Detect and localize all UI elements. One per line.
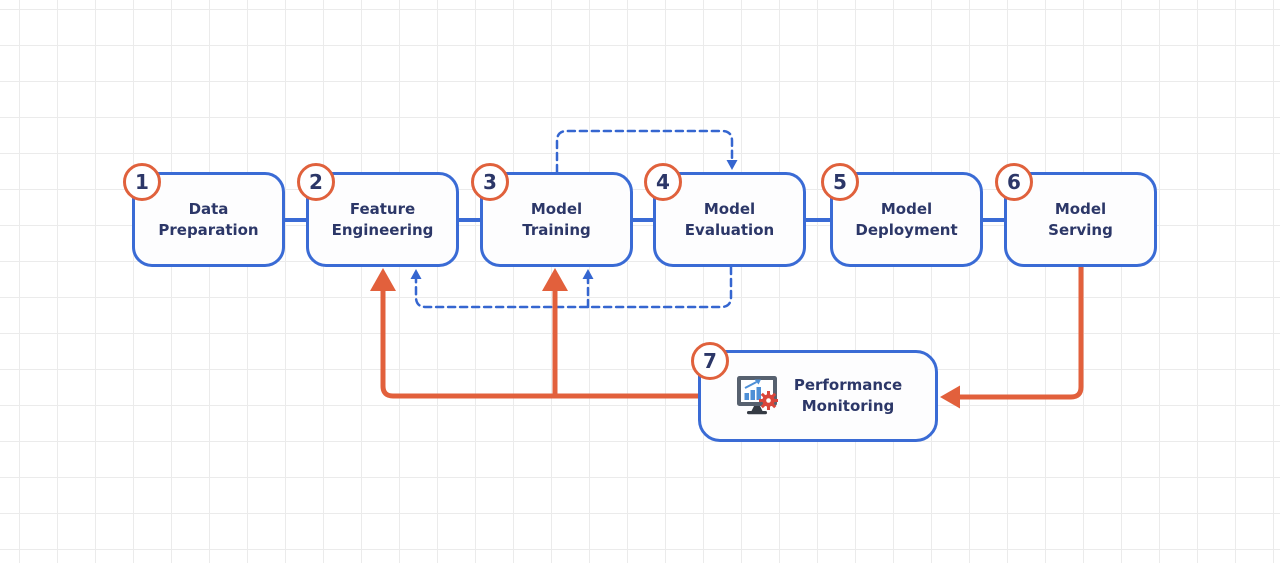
step-number-badge-1: 1 <box>123 163 161 201</box>
node-performance-monitoring: Performance Monitoring <box>698 350 938 442</box>
node-label-line: Serving <box>1048 220 1113 239</box>
dashed-arrowhead-into-4 <box>726 160 738 170</box>
node-label-line: Performance <box>793 376 903 394</box>
node-label-line: Training <box>522 220 591 239</box>
node-data-preparation: Data Preparation <box>132 172 285 267</box>
dashed-arrowhead-into-3 <box>582 269 594 279</box>
node-label-line: Preparation <box>158 220 259 239</box>
node-model-training: Model Training <box>480 172 633 267</box>
node-label-line: Feature <box>349 199 416 218</box>
orange-arrowhead-into-3 <box>542 268 568 291</box>
step-number-badge-3: 3 <box>471 163 509 201</box>
node-label-line: Model <box>703 199 756 218</box>
dashed-connector-4-2 <box>414 265 733 309</box>
orange-connector-6-7 <box>958 267 1084 400</box>
step-number-badge-5: 5 <box>821 163 859 201</box>
gear-icon <box>758 391 778 410</box>
step-number-badge-4: 4 <box>644 163 682 201</box>
dashed-connector-3-4 <box>555 129 734 174</box>
node-label-line: Model <box>530 199 583 218</box>
node-label-line: Engineering <box>331 220 434 239</box>
step-number-badge-2: 2 <box>297 163 335 201</box>
dashed-arrowhead-into-2 <box>410 269 422 279</box>
orange-arrowhead-into-2 <box>370 268 396 291</box>
step-number-badge-7: 7 <box>691 342 729 380</box>
node-label-line: Model <box>880 199 933 218</box>
node-label-line: Deployment <box>855 220 958 239</box>
node-label-line: Model <box>1054 199 1107 218</box>
node-label-line: Evaluation <box>684 220 775 239</box>
monitor-chart-gear-icon <box>736 376 778 415</box>
node-label-line: Monitoring <box>801 397 895 415</box>
orange-arrowhead-into-7 <box>940 385 960 409</box>
node-label-line: Data <box>188 199 229 218</box>
orange-connector-7-2 <box>380 289 698 399</box>
step-number-badge-6: 6 <box>995 163 1033 201</box>
